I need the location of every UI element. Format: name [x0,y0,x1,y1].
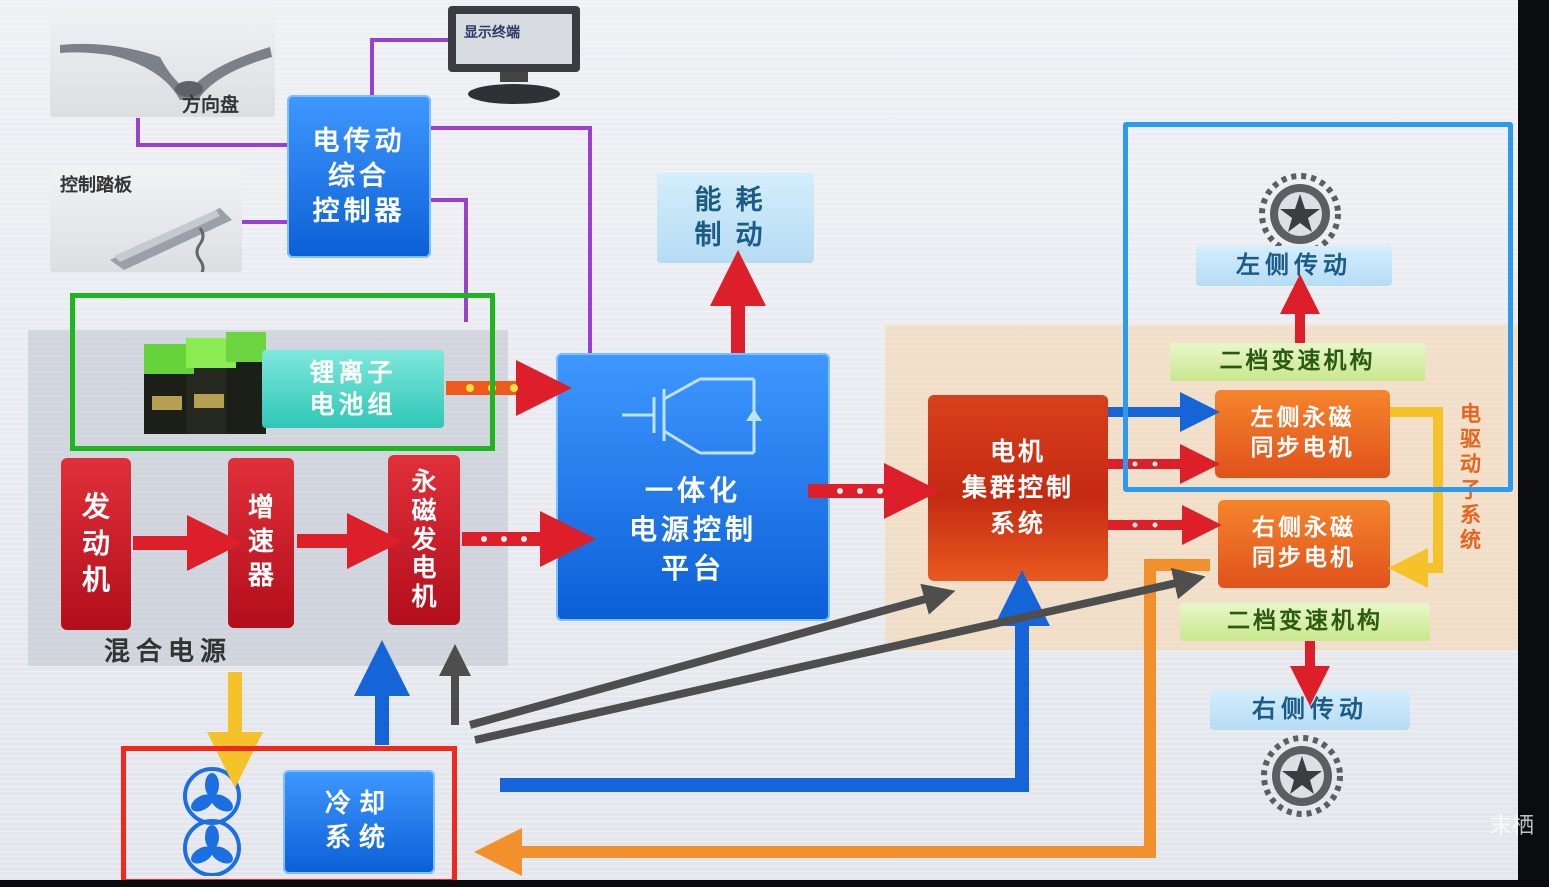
gearbox-label: 增 速 器 [247,493,274,591]
battery-label: 锂离子 电池组 [309,357,397,420]
left-motor-node: 左侧永磁 同步电机 [1215,390,1390,478]
sprocket-icon-top [1259,173,1341,252]
left-gear-label: 二档变速机构 [1219,348,1376,375]
power-platform-node: 一体化 电源控制 平台 [556,353,830,621]
screen-edge-right [1518,0,1549,887]
engine-label: 发 动 机 [81,490,110,597]
fan-icon [183,767,241,876]
ecu-node: 电传动 综合 控制器 [287,95,431,258]
right-motor-node: 右侧永磁 同步电机 [1218,500,1390,588]
igbt-symbol-icon [622,377,762,455]
battery-cells-icon [144,332,266,434]
sprocket-icon-bottom [1261,735,1343,817]
right-gear-node: 二档变速机构 [1180,603,1430,641]
right-motor-label: 右侧永磁 同步电机 [1252,515,1356,571]
flow-dots [481,461,1158,542]
pedal-icon [110,208,232,272]
display-terminal-label: 显示终端 [464,25,520,41]
motor-controller-label: 电机 集群控制 系统 [961,436,1074,539]
control-pedal-photo: 控制踏板 [50,168,242,272]
gearbox-node: 增 速 器 [228,458,294,628]
engine-node: 发 动 机 [61,458,131,630]
arrow-motor-return [474,559,1210,876]
right-gear-label: 二档变速机构 [1227,608,1383,635]
ecu-label: 电传动 综合 控制器 [312,125,406,228]
steering-wheel-label: 方向盘 [182,94,240,116]
motor-controller-node: 电机 集群控制 系统 [928,395,1108,581]
cooling-highlight-frame [121,746,457,884]
arrow-cooling-controller [500,570,1050,792]
arrow-cooling-motor-gray [474,567,1206,744]
display-terminal-icon [448,6,580,104]
arrow-cooling-controller-gray [468,583,956,729]
steering-wheel-photo: 方向盘 [50,5,275,117]
cooling-label: 冷却 系统 [324,789,393,853]
energy-brake-node: 能耗 制动 [657,173,814,263]
watermark: 末栖 [1490,814,1535,839]
left-motor-label: 左侧永磁 同步电机 [1250,405,1355,461]
screen-edge-bottom [0,880,1549,887]
cooling-node: 冷却 系统 [283,770,435,874]
left-gear-node: 二档变速机构 [1170,343,1425,381]
control-pedal-label: 控制踏板 [60,175,132,196]
hybrid-source-label: 混合电源 [104,637,233,667]
generator-label: 永 磁 发 电 机 [411,467,437,612]
signal-lines [136,38,592,353]
display-terminal-photo: 显示终端 [440,2,588,108]
battery-highlight-frame [70,293,495,451]
battery-node: 锂离子 电池组 [262,350,444,428]
left-drive-highlight-frame [1123,122,1513,492]
energy-brake-label: 能耗 制动 [694,184,777,251]
steering-wheel-icon [60,43,272,100]
power-platform-label: 一体化 电源控制 平台 [628,474,757,586]
